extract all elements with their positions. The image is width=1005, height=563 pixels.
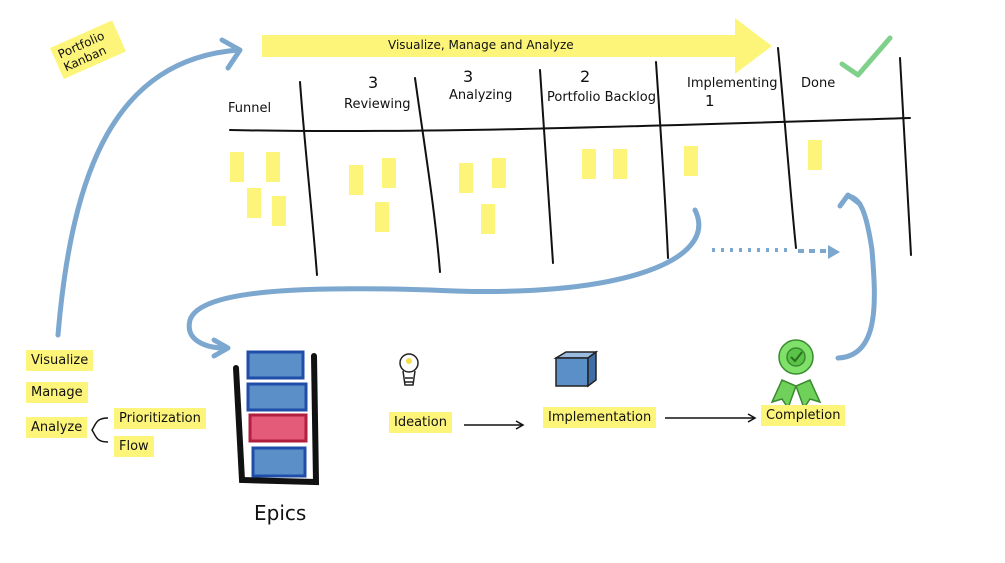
ideation-label: Ideation	[389, 412, 452, 433]
sticky-note	[684, 146, 698, 176]
column-wip-portfolio-backlog: 2	[580, 67, 591, 86]
award-ribbon-icon	[770, 339, 822, 410]
sticky-note	[272, 196, 286, 226]
check-icon	[839, 35, 893, 78]
implementation-label: Implementation	[543, 407, 657, 428]
sticky-note	[459, 163, 473, 193]
flow-arrows	[464, 413, 757, 430]
visualize-arrow	[55, 37, 243, 338]
sticky-note	[375, 202, 389, 232]
column-header-funnel: Funnel	[228, 101, 272, 116]
column-header-reviewing: Reviewing	[344, 97, 411, 112]
sticky-note	[582, 149, 596, 179]
banner-arrow	[262, 18, 772, 74]
column-header-implementing: Implementing	[687, 76, 778, 91]
column-header-done: Done	[801, 76, 836, 91]
column-wip-analyzing: 3	[463, 67, 474, 86]
epic-bar	[248, 413, 308, 443]
analyze-label: Analyze	[26, 417, 88, 438]
banner-label: Visualize, Manage and Analyze	[388, 38, 574, 52]
dotted-arrow	[712, 245, 840, 259]
sticky-note	[613, 149, 627, 179]
prioritization-label: Prioritization	[114, 408, 206, 429]
sticky-note	[266, 152, 280, 182]
sticky-note	[349, 165, 363, 195]
lightbulb-icon	[399, 353, 419, 386]
column-wip-implementing: 1	[705, 92, 715, 110]
sticky-note	[247, 188, 261, 218]
column-wip-reviewing: 3	[368, 73, 379, 92]
column-header-analyzing: Analyzing	[449, 88, 513, 103]
sticky-note	[808, 140, 822, 170]
flow-label: Flow	[114, 436, 154, 457]
sticky-note	[481, 204, 495, 234]
epic-bar	[246, 350, 305, 380]
epic-bar	[251, 446, 307, 478]
sticky-note	[230, 152, 244, 182]
sticky-note	[382, 158, 396, 188]
epics-label: Epics	[254, 501, 307, 525]
sticky-notes	[230, 140, 822, 234]
sticky-note	[492, 158, 506, 188]
manage-label: Manage	[26, 382, 88, 403]
visualize-label: Visualize	[26, 350, 94, 371]
epic-bar	[246, 382, 308, 412]
box-icon	[553, 350, 599, 388]
completion-label: Completion	[761, 405, 846, 426]
completion-arrow	[835, 192, 877, 361]
epics-stack	[233, 350, 320, 486]
kanban-board-lines	[229, 47, 912, 276]
analyze-brace	[91, 417, 109, 443]
loop-arrow	[186, 207, 702, 359]
column-header-portfolio-backlog: Portfolio Backlog	[547, 90, 656, 105]
